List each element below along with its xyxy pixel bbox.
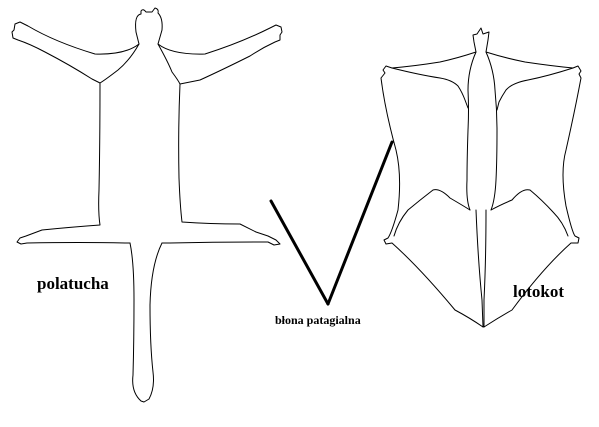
flying-squirrel-head xyxy=(136,8,163,44)
label-flying-squirrel: polatucha xyxy=(37,274,109,294)
sugar-glider-tail xyxy=(476,210,486,327)
sugar-glider-left-arm xyxy=(392,68,468,108)
flying-squirrel-right-wing xyxy=(158,25,282,245)
label-patagial-membrane: błona patagialna xyxy=(275,313,361,328)
label-sugar-glider: lotokot xyxy=(513,282,564,302)
flying-squirrel-left-wing xyxy=(12,22,139,244)
pointer-line-right xyxy=(328,142,392,304)
sugar-glider-head xyxy=(473,28,489,52)
flying-squirrel-figure xyxy=(12,8,282,402)
sugar-glider-left-leg xyxy=(394,190,470,236)
sugar-glider-body xyxy=(467,52,497,210)
sugar-glider-right-leg xyxy=(491,190,568,236)
pointer-line-left xyxy=(271,201,328,304)
flying-squirrel-tail xyxy=(130,243,162,402)
sugar-glider-right-arm xyxy=(497,68,573,110)
